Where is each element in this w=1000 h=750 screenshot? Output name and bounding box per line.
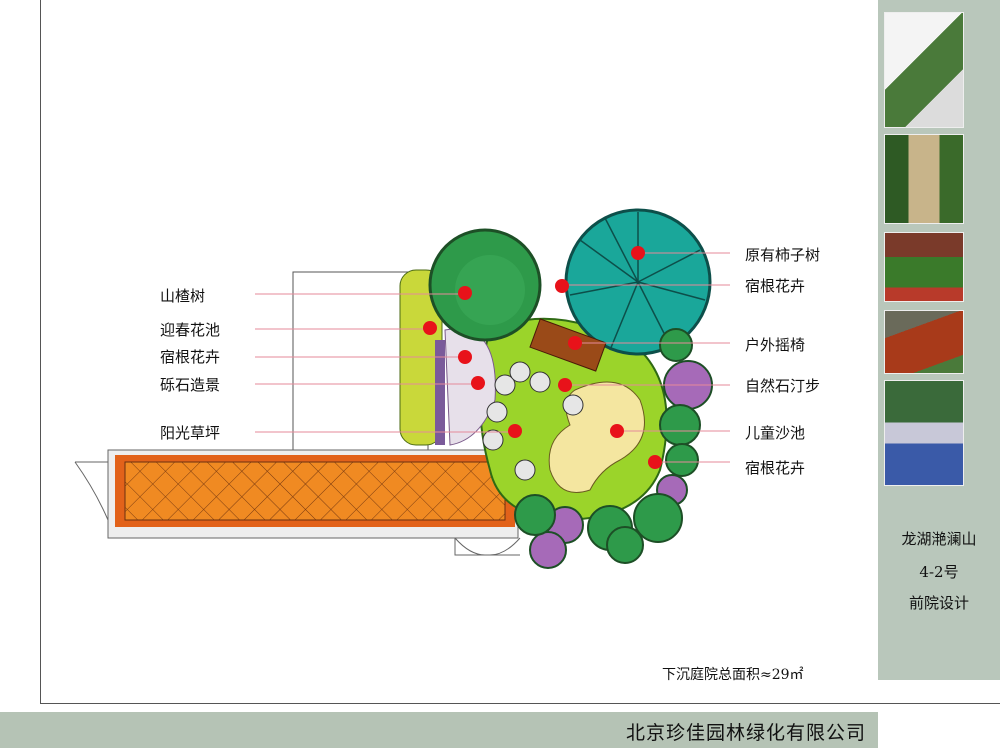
door-swing-left xyxy=(74,461,109,521)
frame-border-bottom xyxy=(40,703,1000,704)
label-perennials-bottom: 宿根花卉 xyxy=(745,459,806,477)
sidebar: 龙湖滟澜山 4-2号 前院设计 xyxy=(878,0,1000,680)
label-perennials-top: 宿根花卉 xyxy=(745,277,806,295)
door-swing-bottom xyxy=(454,537,521,556)
label-leader-lines xyxy=(255,252,730,463)
footer-band: 北京珍佳园林绿化有限公司 xyxy=(0,712,878,748)
label-sandpit: 儿童沙池 xyxy=(745,424,806,442)
area-note: 下沉庭院总面积≈29㎡ xyxy=(662,667,804,683)
deck-stairs-photo xyxy=(884,380,964,486)
house-garden-photo xyxy=(884,232,964,302)
label-gravel: 砾石造景 xyxy=(160,376,221,394)
label-hawthorn: 山楂树 xyxy=(160,287,206,305)
stepping-stones xyxy=(482,361,584,481)
project-name: 龙湖滟澜山 xyxy=(901,530,977,548)
label-perennials-left: 宿根花卉 xyxy=(160,348,221,366)
label-stepping-stones: 自然石汀步 xyxy=(745,377,821,395)
trellis-photo xyxy=(884,12,964,128)
brick-patio-photo xyxy=(884,310,964,374)
outdoor-swing-chair xyxy=(529,318,607,372)
unit-number: 4-2号 xyxy=(919,563,959,581)
label-swing-chair: 户外摇椅 xyxy=(745,336,806,354)
garden-path-photo xyxy=(884,134,964,224)
deck-pattern xyxy=(124,461,506,521)
red-markers xyxy=(423,246,662,469)
design-title: 前院设计 xyxy=(908,594,969,612)
label-lawn: 阳光草坪 xyxy=(160,424,221,442)
label-persimmon: 原有柿子树 xyxy=(745,246,821,264)
label-jasmine-bed: 迎春花池 xyxy=(160,321,221,339)
frame-border-left xyxy=(40,0,41,703)
company-name: 北京珍佳园林绿化有限公司 xyxy=(625,722,866,744)
